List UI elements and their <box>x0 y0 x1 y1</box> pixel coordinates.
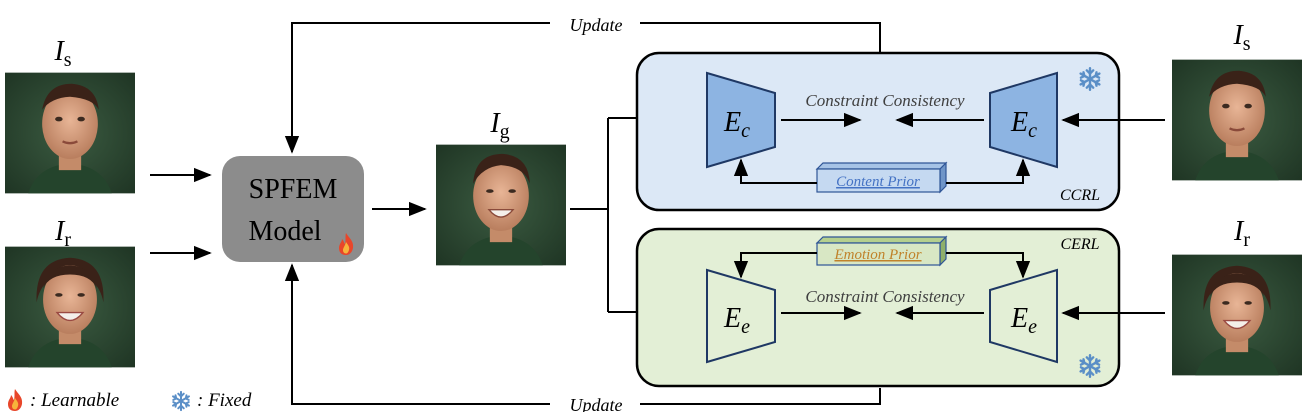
generated-face-image <box>436 143 566 267</box>
reference-label: Ir <box>54 216 71 251</box>
emotion-prior-label: Emotion Prior <box>833 247 921 263</box>
content-prior-block <box>815 161 948 194</box>
flame-icon <box>8 389 23 411</box>
cerl-name: CERL <box>1060 236 1099 253</box>
legend-learnable: : Learnable <box>30 390 119 411</box>
right-reference-face-image <box>1172 253 1302 377</box>
generated-label: Ig <box>489 108 509 143</box>
update-top-loop <box>292 22 881 152</box>
update-bottom-loop <box>292 265 881 405</box>
cerl-encoder-left <box>706 268 776 364</box>
reference-face-image <box>5 245 135 369</box>
emotion-prior-right-arrow <box>946 252 1031 279</box>
generated-split-connector <box>570 118 609 312</box>
right-reference-label: Ir <box>1233 216 1250 251</box>
ccrl-consistency-label: Constraint Consistency <box>805 91 965 110</box>
content-prior-left-arrow <box>733 158 817 184</box>
right-source-label: Is <box>1232 20 1250 55</box>
source-label: Is <box>53 36 71 71</box>
ccrl-name: CCRL <box>1060 187 1100 204</box>
ccrl-encoder-right <box>989 71 1058 169</box>
cerl-encoder-right-label: Ee <box>1010 303 1037 338</box>
content-prior-right-arrow <box>946 158 1031 184</box>
snowflake-icon <box>172 390 190 412</box>
legend-fixed: : Fixed <box>197 390 252 411</box>
source-face-image <box>5 71 135 195</box>
content-prior-label: Content Prior <box>836 174 920 190</box>
emotion-prior-block <box>815 235 948 267</box>
cerl-encoder-left-label: Ee <box>723 303 750 338</box>
ccrl-encoder-left-label: Ec <box>723 107 750 142</box>
model-line2: Model <box>248 216 321 247</box>
emotion-prior-left-arrow <box>733 252 817 279</box>
ccrl-encoder-right-label: Ec <box>1010 107 1037 142</box>
cerl-encoder-right <box>989 268 1058 364</box>
update-top-label: Update <box>570 15 623 35</box>
spfem-model-box <box>222 156 364 262</box>
model-line1: SPFEM <box>249 174 338 205</box>
cerl-consistency-label: Constraint Consistency <box>805 287 965 306</box>
update-bottom-label: Update <box>570 395 623 412</box>
right-source-face-image <box>1172 58 1302 182</box>
ccrl-encoder-left <box>706 71 776 169</box>
